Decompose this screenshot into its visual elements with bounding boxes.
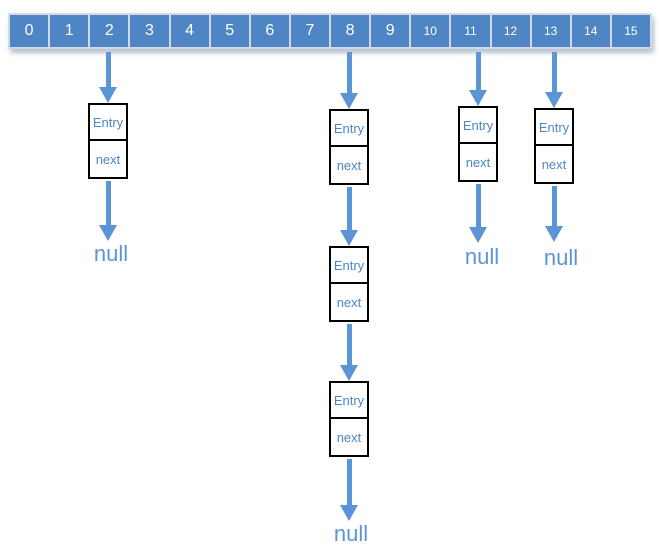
bucket-cell-12: 12 — [489, 15, 530, 47]
entry-field-label: Entry — [331, 248, 367, 284]
entry-node: Entry next — [329, 109, 369, 185]
bucket-cell-4: 4 — [168, 15, 209, 47]
null-label: null — [93, 241, 129, 266]
bucket-cell-13: 13 — [529, 15, 570, 47]
null-label: null — [464, 244, 500, 269]
bucket-cell-8: 8 — [329, 15, 370, 47]
next-field-label: next — [331, 419, 367, 455]
entry-node: Entry next — [329, 381, 369, 457]
entry-node: Entry next — [88, 103, 128, 179]
arrow-down-icon — [469, 52, 487, 106]
bucket-array: 0 1 2 3 4 5 6 7 8 9 10 11 12 13 14 15 — [8, 13, 652, 49]
arrow-down-icon — [99, 52, 117, 103]
arrow-down-icon — [99, 181, 117, 241]
entry-field-label: Entry — [536, 110, 572, 146]
entry-node: Entry next — [458, 106, 498, 182]
arrow-down-icon — [340, 52, 358, 109]
bucket-cell-0: 0 — [10, 15, 49, 47]
bucket-cell-7: 7 — [288, 15, 329, 47]
bucket-cell-15: 15 — [609, 15, 650, 47]
arrow-down-icon — [340, 187, 358, 246]
bucket-cell-3: 3 — [128, 15, 169, 47]
entry-node: Entry next — [534, 108, 574, 184]
bucket-cell-1: 1 — [48, 15, 89, 47]
arrow-down-icon — [469, 184, 487, 243]
next-field-label: next — [90, 141, 126, 177]
arrow-down-icon — [545, 186, 563, 242]
arrow-down-icon — [340, 324, 358, 381]
bucket-cell-10: 10 — [409, 15, 450, 47]
bucket-cell-14: 14 — [569, 15, 610, 47]
entry-field-label: Entry — [331, 111, 367, 147]
null-label: null — [333, 521, 369, 546]
bucket-cell-5: 5 — [208, 15, 249, 47]
entry-field-label: Entry — [90, 105, 126, 141]
entry-field-label: Entry — [331, 383, 367, 419]
bucket-cell-9: 9 — [369, 15, 410, 47]
bucket-cell-2: 2 — [88, 15, 129, 47]
next-field-label: next — [331, 147, 367, 183]
next-field-label: next — [536, 146, 572, 182]
arrow-down-icon — [340, 459, 358, 521]
entry-field-label: Entry — [460, 108, 496, 144]
entry-node: Entry next — [329, 246, 369, 322]
next-field-label: next — [331, 284, 367, 320]
next-field-label: next — [460, 144, 496, 180]
null-label: null — [543, 245, 579, 270]
bucket-cell-6: 6 — [248, 15, 289, 47]
arrow-down-icon — [545, 52, 563, 108]
bucket-cell-11: 11 — [449, 15, 490, 47]
